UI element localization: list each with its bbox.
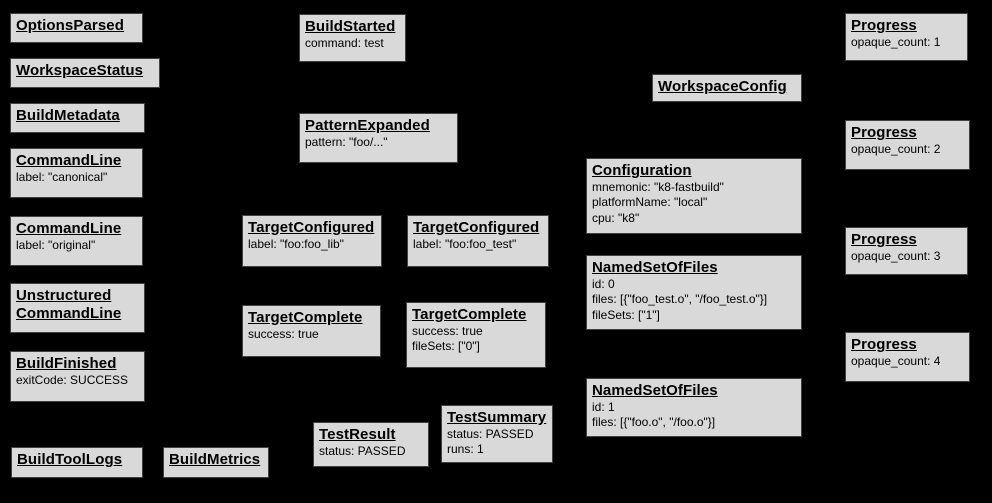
event-node-title: CommandLine	[16, 220, 122, 237]
event-node-detail: label: "foo:foo_test"	[413, 236, 517, 251]
event-node-detail: cpu: "k8"	[592, 210, 640, 225]
event-node-detail: fileSets: ["0"]	[412, 339, 480, 354]
event-node-title: WorkspaceConfig	[658, 78, 787, 95]
event-node-build-metadata: BuildMetadata	[10, 103, 145, 133]
event-node-title: TargetComplete	[248, 309, 363, 326]
event-node-detail: label: "canonical"	[16, 169, 108, 184]
event-node-detail: files: [{"foo_test.o", "/foo_test.o"}]	[592, 292, 768, 307]
event-node-title: Progress	[851, 124, 917, 141]
event-node-detail: id: 0	[592, 276, 615, 291]
event-node-title: BuildToolLogs	[17, 451, 123, 468]
event-node-title: Configuration	[592, 162, 692, 179]
event-node-workspace-config: WorkspaceConfig	[652, 74, 802, 102]
event-node-title: PatternExpanded	[305, 117, 430, 134]
event-node-detail: opaque_count: 2	[851, 141, 941, 156]
event-node-title: Progress	[851, 336, 917, 353]
event-node-detail: command: test	[305, 35, 384, 50]
event-node-title: BuildMetrics	[169, 451, 261, 468]
event-node-title: NamedSetOfFiles	[592, 259, 718, 276]
event-node-title: CommandLine	[16, 152, 122, 169]
event-node-title: Progress	[851, 17, 917, 34]
event-node-detail: opaque_count: 3	[851, 248, 941, 263]
event-node-title: CommandLine	[16, 304, 122, 322]
event-node-detail: status: PASSED	[319, 443, 406, 458]
event-node-title: TestSummary	[447, 409, 547, 426]
event-node-title: Unstructured	[16, 287, 112, 304]
event-node-build-tool-logs: BuildToolLogs	[11, 447, 143, 478]
event-node-detail: runs: 1	[447, 442, 484, 457]
event-node-detail: exitCode: SUCCESS	[16, 372, 129, 387]
event-node-detail: fileSets: ["1"]	[592, 307, 660, 322]
event-node-title: Progress	[851, 231, 917, 248]
event-node-detail: label: "foo:foo_lib"	[248, 236, 344, 251]
event-node-detail: id: 1	[592, 399, 615, 414]
event-node-title: NamedSetOfFiles	[592, 382, 718, 399]
event-node-detail: success: true	[248, 326, 319, 341]
event-node-title: TestResult	[319, 426, 396, 443]
event-node-build-metrics: BuildMetrics	[163, 447, 269, 478]
event-node-title: OptionsParsed	[16, 17, 124, 34]
event-node-title: BuildFinished	[16, 355, 117, 372]
event-node-workspace-status: WorkspaceStatus	[10, 58, 160, 88]
event-node-detail: opaque_count: 4	[851, 353, 941, 368]
event-node-detail: files: [{"foo.o", "/foo.o"}]	[592, 415, 716, 430]
event-node-detail: label: "original"	[16, 237, 96, 252]
event-node-title: TargetComplete	[412, 306, 527, 323]
event-node-title: WorkspaceStatus	[16, 62, 144, 79]
event-node-title: BuildMetadata	[16, 107, 120, 124]
event-node-detail: success: true	[412, 323, 483, 338]
event-node-detail: platformName: "local"	[592, 195, 708, 210]
event-node-options-parsed: OptionsParsed	[10, 13, 143, 43]
event-node-title: BuildStarted	[305, 18, 396, 35]
event-node-title: TargetConfigured	[413, 219, 540, 236]
event-node-detail: mnemonic: "k8-fastbuild"	[592, 179, 724, 194]
event-node-detail: opaque_count: 1	[851, 34, 941, 49]
event-node-title: TargetConfigured	[248, 219, 375, 236]
event-node-detail: status: PASSED	[447, 426, 534, 441]
event-node-detail: pattern: "foo/..."	[305, 134, 388, 149]
